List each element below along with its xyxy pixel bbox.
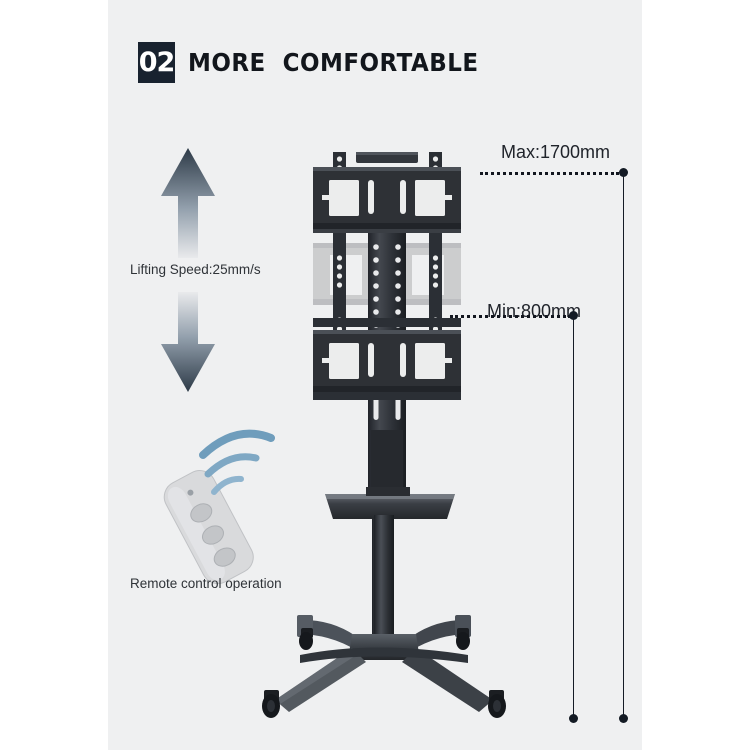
remote-caption-label: Remote control operation [130, 576, 282, 591]
wheeled-base [275, 615, 493, 712]
remote-control [163, 470, 254, 585]
lift-up-arrow [161, 148, 215, 258]
section-title: MORE COMFORTABLE [188, 48, 479, 77]
min-height-bottom-node [569, 714, 578, 723]
max-height-bottom-node [619, 714, 628, 723]
min-height-label: Min:800mm [487, 301, 582, 321]
caster-wheels [262, 628, 506, 718]
top-tv-bracket [313, 167, 461, 233]
lifting-speed-label: Lifting Speed:25mm/s [130, 262, 261, 277]
max-height-leader [480, 172, 619, 175]
bracket-cross-arms [313, 318, 461, 400]
right-margin [642, 0, 750, 750]
max-height-dimension-line [623, 172, 624, 718]
lift-down-arrow [161, 292, 215, 392]
section-number-badge: 02 [138, 42, 175, 83]
av-shelf [325, 487, 455, 519]
bottom-tv-bracket [313, 330, 461, 392]
lower-post [374, 515, 394, 650]
max-height-label: Max:1700mm [501, 142, 611, 162]
min-height-dimension-line [573, 315, 574, 718]
section-header: 02 MORE COMFORTABLE [138, 42, 504, 83]
remote-signal-arcs [199, 429, 275, 495]
min-height-leader [450, 315, 571, 318]
top-cap-bar [356, 152, 418, 163]
